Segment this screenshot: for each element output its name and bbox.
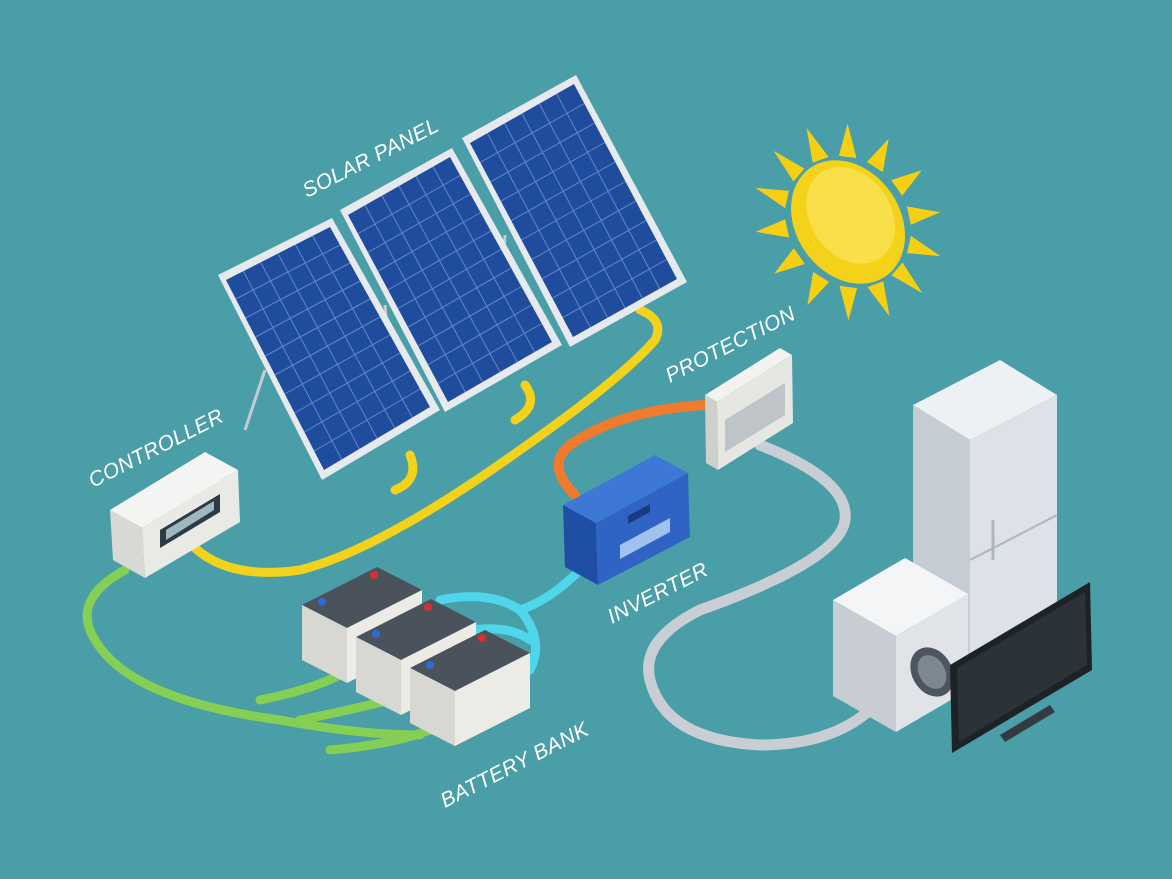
dc-wire (190, 305, 663, 577)
sun-ray (807, 271, 830, 306)
sun-icon (755, 123, 941, 321)
washing-machine-icon (833, 558, 968, 732)
sun-ray (839, 285, 858, 321)
sun-ray (755, 219, 790, 238)
sun-ray (866, 138, 889, 173)
battery-bank (302, 567, 530, 746)
sun-ray (906, 206, 941, 225)
battery-icon (410, 630, 530, 746)
sun-ray (907, 235, 941, 257)
sun-ray (891, 170, 922, 196)
ac-wire (553, 400, 710, 500)
sun-ray (838, 123, 857, 159)
battery-wire (82, 565, 435, 755)
sun-ray (806, 127, 829, 163)
inverter-wire (435, 565, 585, 675)
sun-ray (774, 248, 805, 274)
solar-panel-icon (218, 75, 687, 480)
sun-ray (891, 262, 923, 294)
sun-ray (773, 150, 805, 182)
load-wire (643, 439, 876, 751)
tv-icon (950, 582, 1092, 753)
sun-ray (867, 281, 890, 317)
inverter-icon (563, 455, 690, 585)
protection-box-icon (705, 348, 793, 470)
wires (82, 305, 876, 755)
controller-icon (110, 452, 240, 578)
sun-ray (755, 187, 789, 209)
